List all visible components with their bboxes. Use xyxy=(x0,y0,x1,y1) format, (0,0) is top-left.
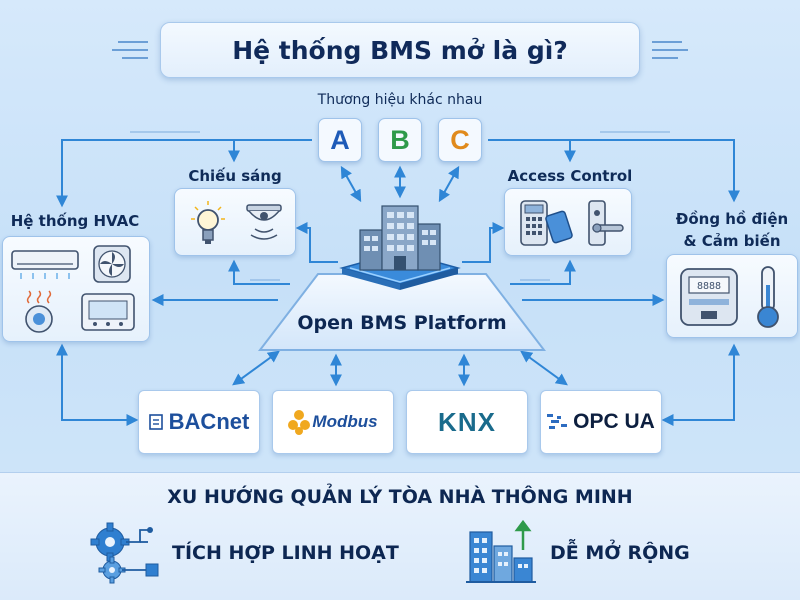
lighting-card xyxy=(174,188,296,256)
protocol-bacnet: BACnet xyxy=(138,390,260,454)
bacnet-logo-icon xyxy=(148,414,163,430)
arrow-brand-c xyxy=(438,165,460,203)
keypad-card-icon xyxy=(520,200,573,246)
expansion-building-icon xyxy=(466,519,536,583)
protocol-knx: KNX xyxy=(406,390,528,454)
air-conditioner-icon xyxy=(11,250,79,279)
arrow-to-access xyxy=(462,222,505,263)
platform-label: Open BMS Platform xyxy=(297,312,507,334)
hvac-label: Hệ thống HVAC xyxy=(10,212,140,230)
access-label: Access Control xyxy=(507,167,633,185)
brands-label: Thương hiệu khác nhau xyxy=(317,92,483,108)
brand-c-logo: C xyxy=(438,118,482,162)
meters-label-line2: & Cảm biến xyxy=(683,232,781,250)
smart-sensor-light-icon xyxy=(246,204,282,240)
arrow-brand-a xyxy=(340,165,362,203)
protocol-knx-label: KNX xyxy=(438,406,496,437)
title-decor-left-icon xyxy=(112,41,148,59)
meters-card: 8888 xyxy=(666,254,798,338)
trend-panel xyxy=(0,472,800,600)
arrow-hvac-brands xyxy=(56,139,312,208)
thermometer-icon xyxy=(757,266,779,328)
heater-thermostat-icon xyxy=(25,290,53,333)
lighting-label: Chiếu sáng xyxy=(188,167,282,185)
brand-b-logo: B xyxy=(378,118,422,162)
protocol-opcua: OPC UA xyxy=(540,390,662,454)
arrow-meters-opcua xyxy=(661,343,740,426)
arrow-to-lighting xyxy=(295,222,338,263)
trend-title: XU HƯỚNG QUẢN LÝ TÒA NHÀ THÔNG MINH xyxy=(167,486,633,508)
arrow-hvac-bacnet xyxy=(56,343,139,426)
gears-integration-icon xyxy=(90,522,159,584)
smart-building-icon xyxy=(339,205,461,290)
arrow-to-opcua xyxy=(520,350,568,386)
title-decor-right-icon xyxy=(652,41,688,59)
arrow-lighting-down xyxy=(228,259,290,285)
hvac-card xyxy=(2,236,150,342)
fan-icon xyxy=(93,245,131,283)
page-title: Hệ thống BMS mở là gì? xyxy=(232,35,568,65)
thermostat-panel-icon xyxy=(81,293,135,331)
electric-meter-icon: 8888 xyxy=(680,268,738,326)
light-bulb-icon xyxy=(191,201,225,244)
protocol-modbus: Modbus xyxy=(272,390,394,454)
protocol-opcua-label: OPC UA xyxy=(573,410,655,433)
page-title-box: Hệ thống BMS mở là gì? xyxy=(160,22,640,78)
access-card xyxy=(504,188,632,256)
meter-readout: 8888 xyxy=(697,281,721,292)
arrow-access-down xyxy=(510,259,576,285)
meters-label-line1: Đồng hồ điện xyxy=(675,210,789,228)
trend-flexible-integration: TÍCH HỢP LINH HOẠT xyxy=(172,542,399,564)
brand-a-logo: A xyxy=(318,118,362,162)
trend-easy-expansion: DỄ MỞ RỘNG xyxy=(550,542,690,564)
protocol-modbus-label: Modbus xyxy=(312,412,378,431)
arrow-to-bacnet xyxy=(232,350,280,386)
opcua-logo-icon xyxy=(547,414,568,429)
protocol-bacnet-label: BACnet xyxy=(168,409,250,434)
door-lock-icon xyxy=(588,200,624,246)
modbus-logo-icon xyxy=(288,410,311,435)
